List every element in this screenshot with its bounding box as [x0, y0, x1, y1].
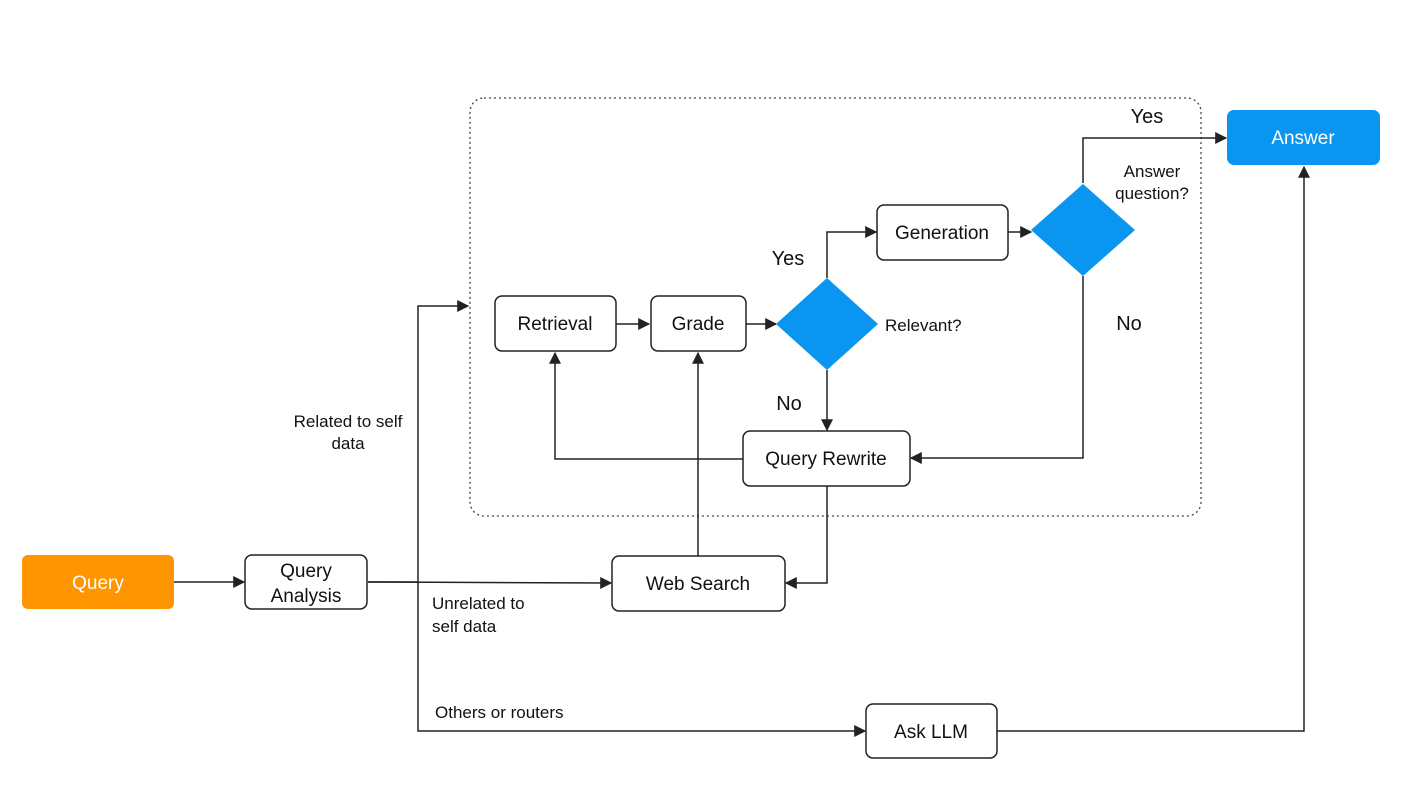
ask-llm-label: Ask LLM — [894, 722, 968, 743]
query-rewrite-node: Query Rewrite — [742, 430, 911, 487]
relevant-yes-label: Yes — [772, 248, 805, 270]
answer-question-label-line2: question? — [1115, 184, 1189, 203]
retrieval-node: Retrieval — [494, 295, 617, 352]
answer-question-decision: Answer question? — [1031, 162, 1189, 276]
query-node: Query — [22, 555, 174, 609]
grade-node: Grade — [650, 295, 747, 352]
query-analysis-node: Query Analysis — [244, 554, 368, 610]
related-to-self-data-label-line1: Related to self — [294, 412, 403, 431]
edge-rewrite-to-web-search — [784, 486, 828, 589]
answer-node: Answer — [1227, 110, 1380, 165]
relevant-decision-label: Relevant? — [885, 316, 962, 335]
edge-relevant-yes-to-generation — [826, 226, 878, 278]
web-search-label: Web Search — [646, 574, 750, 595]
query-label: Query — [72, 573, 124, 594]
edge-analysis-to-ask-llm — [417, 582, 867, 737]
generation-label: Generation — [895, 223, 989, 244]
unrelated-to-self-data-label-line2: self data — [432, 617, 497, 636]
edge-answer-check-yes-to-answer — [1082, 132, 1228, 183]
retrieval-loop-container — [469, 97, 1202, 517]
web-search-node: Web Search — [611, 555, 786, 612]
edge-rewrite-to-retrieval — [549, 351, 743, 460]
edge-ask-llm-to-answer — [997, 165, 1310, 732]
edges — [174, 132, 1310, 737]
others-or-routers-label: Others or routers — [435, 703, 564, 722]
answer-no-label: No — [1116, 313, 1142, 335]
edge-labels: Related to self data Unrelated to self d… — [294, 106, 1164, 722]
answer-question-label-line1: Answer — [1124, 162, 1181, 181]
answer-label: Answer — [1271, 128, 1335, 149]
relevant-no-label: No — [776, 393, 802, 415]
query-analysis-label-line1: Query — [280, 561, 332, 582]
ask-llm-node: Ask LLM — [865, 703, 998, 759]
query-rewrite-label: Query Rewrite — [765, 449, 886, 470]
relevant-decision: Relevant? — [776, 278, 962, 370]
unrelated-to-self-data-label-line1: Unrelated to — [432, 594, 525, 613]
grade-label: Grade — [672, 314, 725, 335]
answer-yes-label: Yes — [1131, 106, 1164, 128]
query-analysis-label-line2: Analysis — [271, 586, 342, 607]
edge-analysis-to-retrieval-loop — [368, 300, 470, 583]
retrieval-label: Retrieval — [518, 314, 593, 335]
generation-node: Generation — [876, 204, 1009, 261]
related-to-self-data-label-line2: data — [331, 434, 365, 453]
edge-answer-check-no-to-rewrite — [909, 276, 1084, 464]
